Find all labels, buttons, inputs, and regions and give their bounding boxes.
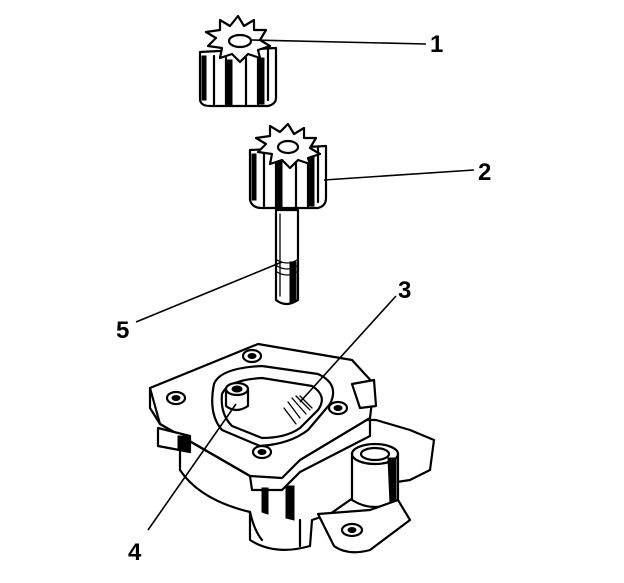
oil-pump-body <box>148 342 436 554</box>
leader-line-3 <box>299 295 397 403</box>
driven-gear <box>198 14 278 108</box>
drive-gear <box>248 122 328 210</box>
callout-2: 2 <box>478 159 491 186</box>
leader-line-2 <box>323 169 475 181</box>
callout-4: 4 <box>128 539 142 566</box>
callout-1: 1 <box>430 31 443 58</box>
callout-3: 3 <box>398 277 411 304</box>
leader-line-5 <box>135 261 283 323</box>
callout-5: 5 <box>116 317 129 344</box>
leader-line-4 <box>147 403 237 531</box>
leader-line-1 <box>251 39 427 45</box>
drive-shaft <box>274 208 300 306</box>
